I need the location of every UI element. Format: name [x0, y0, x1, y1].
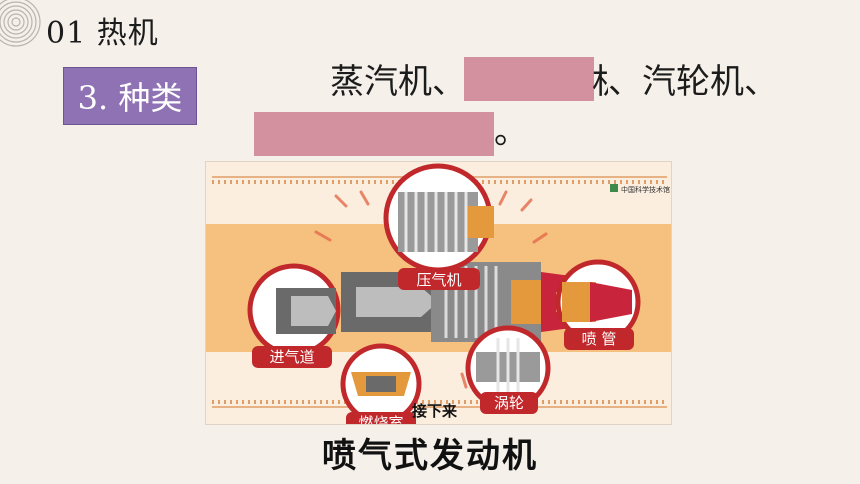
compressor-label: 压气机 — [416, 271, 461, 289]
engine-body — [341, 262, 601, 342]
svg-text:中国科学技术馆: 中国科学技术馆 — [621, 185, 670, 194]
combustor-callout: 燃烧室 — [340, 343, 422, 425]
body-line-2: 。 — [254, 104, 528, 156]
museum-logo: 中国科学技术馆 — [610, 184, 670, 194]
turbine-callout: 涡轮 — [465, 325, 551, 414]
turbine-label: 涡轮 — [494, 394, 524, 412]
intake-callout: 进气道 — [247, 263, 341, 368]
line1-partial-text: 机 — [592, 54, 608, 103]
line2-suffix: 。 — [494, 112, 528, 152]
section-badge: 3. 种类 — [63, 67, 197, 125]
nozzle-label: 喷 管 — [582, 330, 617, 348]
body-line-1: 蒸汽机、 机、汽轮机、 — [330, 54, 778, 103]
line1-suffix: 、汽轮机、 — [608, 62, 778, 102]
answer-mask-2 — [254, 112, 494, 156]
concentric-circles-decoration — [0, 0, 41, 47]
intake-label: 进气道 — [269, 348, 314, 366]
figure-caption: 喷气式发动机 — [322, 436, 538, 476]
line1-prefix: 蒸汽机、 — [330, 62, 466, 102]
compressor-callout: 压气机 — [383, 163, 494, 290]
header-title: 01 热机 — [46, 16, 159, 51]
combustor-label: 燃烧室 — [358, 414, 403, 425]
jet-engine-diagram: 中国科学技术馆 — [206, 162, 671, 425]
jet-engine-figure: 中国科学技术馆 — [205, 161, 672, 425]
nozzle-callout: 喷 管 — [555, 259, 641, 350]
answer-mask-1 — [464, 56, 594, 101]
next-text: 接下来 — [412, 402, 458, 420]
